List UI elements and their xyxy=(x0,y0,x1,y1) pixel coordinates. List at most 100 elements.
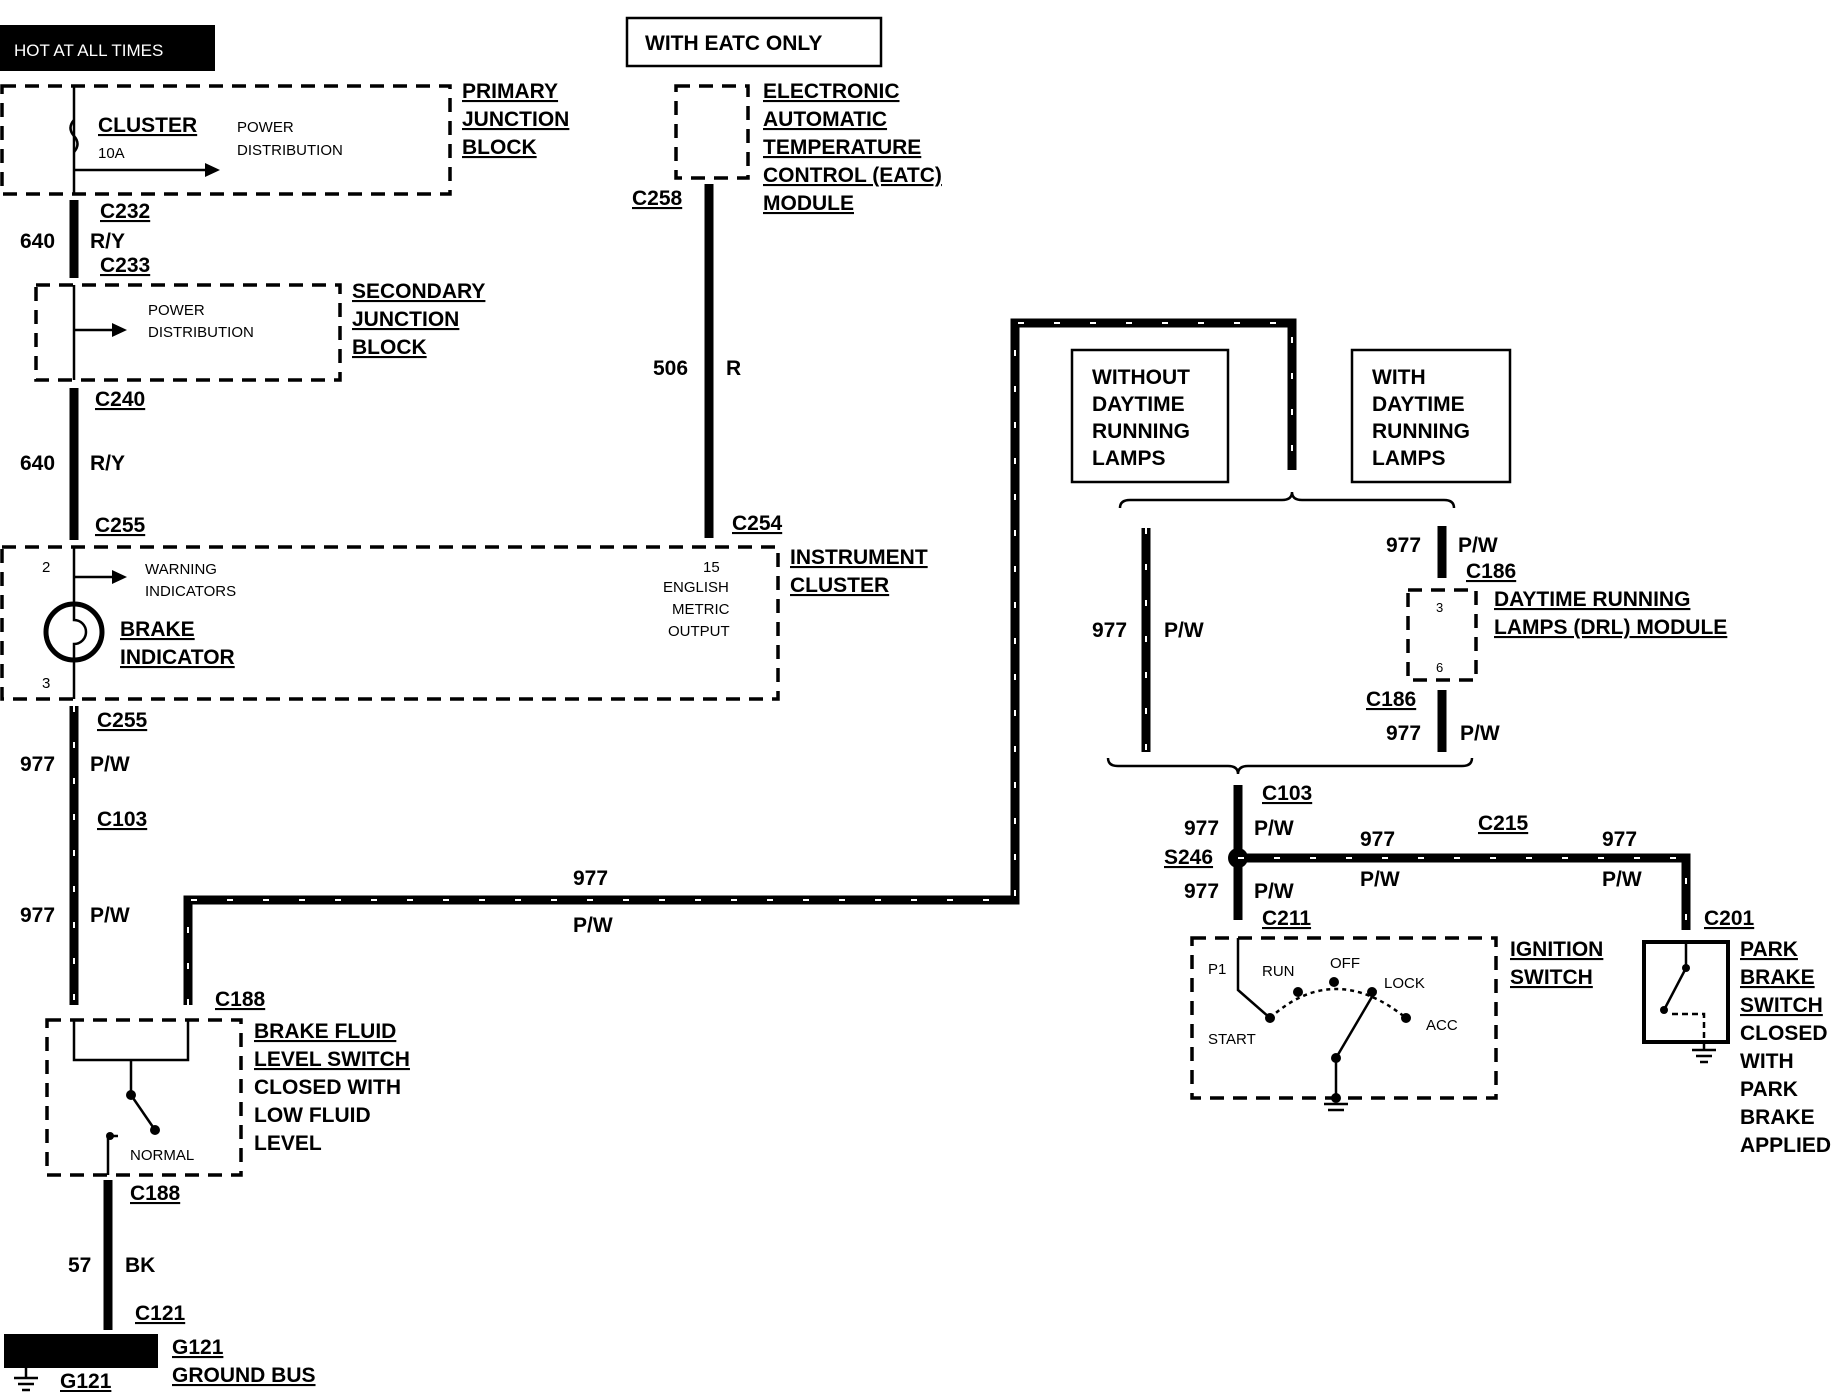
wire-57-number: 57 xyxy=(68,1254,91,1277)
park-brake-desc-4: BRAKE xyxy=(1740,1106,1815,1129)
ign-lock: LOCK xyxy=(1384,975,1425,992)
brake-indicator-bulb-icon xyxy=(43,601,105,663)
option-bracket-top xyxy=(1118,491,1456,509)
warning-indicators-2: INDICATORS xyxy=(145,583,236,600)
connector-c188-bottom: C188 xyxy=(130,1182,181,1205)
instrument-cluster-box xyxy=(0,545,780,701)
cluster-pin-3: 3 xyxy=(42,675,50,692)
wire-640-upper-color: R/Y xyxy=(90,230,125,253)
ground-g121-bottom: G121 xyxy=(60,1370,112,1392)
connector-c186-bottom: C186 xyxy=(1366,688,1416,711)
wire-640-lower-color: R/Y xyxy=(90,452,125,475)
brake-indicator-label-2: INDICATOR xyxy=(120,646,235,669)
brake-indicator-label-1: BRAKE xyxy=(120,618,195,641)
drl-pin-3: 3 xyxy=(1436,600,1443,615)
park-brake-desc-2: WITH xyxy=(1740,1050,1794,1073)
wire-977-long xyxy=(183,318,1297,1005)
eatc-module-box xyxy=(674,84,750,180)
with-drl-3: RUNNING xyxy=(1372,420,1470,443)
wire-977-j-number: 977 xyxy=(1602,828,1637,851)
wire-977-h-color: P/W xyxy=(1254,880,1294,903)
brake-fluid-label-2: LEVEL SWITCH xyxy=(254,1048,410,1071)
connector-c258: C258 xyxy=(632,187,683,210)
drl-pin-6: 6 xyxy=(1436,660,1443,675)
wire-977-g-number: 977 xyxy=(1184,817,1219,840)
park-brake-label-2: BRAKE xyxy=(1740,966,1815,989)
ign-run: RUN xyxy=(1262,963,1295,980)
without-drl-4: LAMPS xyxy=(1092,447,1166,470)
without-drl-1: WITHOUT xyxy=(1092,366,1190,389)
ground-g121-top: G121 xyxy=(172,1336,224,1359)
arrow-right-icon xyxy=(112,570,127,584)
with-drl-1: WITH xyxy=(1372,366,1426,389)
secondary-jb-label-3: BLOCK xyxy=(352,336,427,359)
without-drl-2: DAYTIME xyxy=(1092,393,1185,416)
brake-fluid-switch-contact xyxy=(129,1094,157,1131)
ign-off: OFF xyxy=(1330,955,1360,972)
connector-c233: C233 xyxy=(100,254,150,277)
connector-c188-top: C188 xyxy=(215,988,266,1011)
wire-640-upper-number: 640 xyxy=(20,230,55,253)
with-drl-box xyxy=(1350,348,1512,484)
connector-c255-top: C255 xyxy=(95,514,146,537)
wire-977-d-color: P/W xyxy=(1164,619,1204,642)
hot-label: HOT AT ALL TIMES xyxy=(14,41,163,60)
brake-fluid-switch-box xyxy=(45,1018,243,1177)
connector-c232: C232 xyxy=(100,200,150,223)
wire-977-c-color: P/W xyxy=(573,914,613,937)
brake-fluid-desc-1: CLOSED WITH xyxy=(254,1076,401,1099)
with-drl-4: LAMPS xyxy=(1372,447,1446,470)
ign-start: START xyxy=(1208,1031,1256,1048)
ignition-label-1: IGNITION xyxy=(1510,938,1603,961)
with-drl-2: DAYTIME xyxy=(1372,393,1465,416)
brake-fluid-normal: NORMAL xyxy=(130,1147,194,1164)
primary-jb-label-2: JUNCTION xyxy=(462,108,569,131)
english-metric-1: ENGLISH xyxy=(663,579,729,596)
park-brake-desc-1: CLOSED xyxy=(1740,1022,1828,1045)
wire-977-h-number: 977 xyxy=(1184,880,1219,903)
wire-977-f-color: P/W xyxy=(1460,722,1500,745)
drl-module-box xyxy=(1406,588,1478,682)
connector-c240: C240 xyxy=(95,388,145,411)
wire-977-b-number: 977 xyxy=(20,904,55,927)
arrow-right-icon xyxy=(112,323,127,337)
wire-977-j-color: P/W xyxy=(1602,868,1642,891)
cluster-pin-2: 2 xyxy=(42,559,50,576)
wire-640-lower-number: 640 xyxy=(20,452,55,475)
english-metric-2: METRIC xyxy=(672,601,730,618)
park-brake-desc-3: PARK xyxy=(1740,1078,1798,1101)
brake-fluid-desc-3: LEVEL xyxy=(254,1132,322,1155)
connector-c186-top: C186 xyxy=(1466,560,1516,583)
hot-label-box xyxy=(0,25,215,71)
ignition-label-2: SWITCH xyxy=(1510,966,1593,989)
ignition-switch-box xyxy=(1190,936,1498,1100)
eatc-module-label-4: CONTROL (EATC) xyxy=(763,164,942,187)
wire-977-i-number: 977 xyxy=(1360,828,1395,851)
wire-977-b-color: P/W xyxy=(90,904,130,927)
cluster-fuse-name: CLUSTER xyxy=(98,114,197,137)
secondary-jb-label-2: JUNCTION xyxy=(352,308,459,331)
cluster-fuse-rating: 10A xyxy=(98,145,125,162)
english-metric-3: OUTPUT xyxy=(668,623,730,640)
splice-s246: S246 xyxy=(1164,846,1213,869)
eatc-only-box xyxy=(625,16,883,68)
connector-c201: C201 xyxy=(1704,907,1755,930)
primary-jb-label-1: PRIMARY xyxy=(462,80,558,103)
secondary-power-dist-2: DISTRIBUTION xyxy=(148,324,254,341)
arrow-right-icon xyxy=(205,163,220,177)
brake-fluid-label-1: BRAKE FLUID xyxy=(254,1020,396,1043)
connector-c211: C211 xyxy=(1262,907,1311,930)
wire-977-a-color: P/W xyxy=(90,753,130,776)
instrument-cluster-label-1: INSTRUMENT xyxy=(790,546,928,569)
secondary-junction-block xyxy=(34,283,342,382)
primary-power-dist-2: DISTRIBUTION xyxy=(237,142,343,159)
primary-jb-label-3: BLOCK xyxy=(462,136,537,159)
wire-506-number: 506 xyxy=(653,357,688,380)
eatc-module-label-3: TEMPERATURE xyxy=(763,136,921,159)
connector-c103-left: C103 xyxy=(97,808,147,831)
eatc-module-label-5: MODULE xyxy=(763,192,854,215)
ground-bus-bar xyxy=(4,1334,158,1368)
secondary-jb-label-1: SECONDARY xyxy=(352,280,485,303)
park-brake-desc-5: APPLIED xyxy=(1740,1134,1831,1157)
